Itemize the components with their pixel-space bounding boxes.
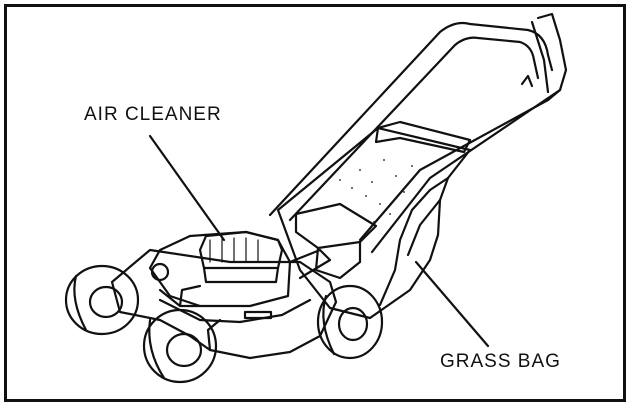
mower-deck (110, 248, 338, 360)
front-right-wheel (142, 308, 218, 384)
air-cleaner-leader-line (148, 134, 226, 242)
grass-bag-label: GRASS BAG (440, 351, 561, 372)
front-left-wheel (64, 264, 140, 336)
mower-handle (268, 12, 568, 254)
grass-bag-texture (339, 159, 413, 223)
air-cleaner-label: AIR CLEANER (84, 104, 222, 125)
diagram-frame (4, 4, 626, 402)
engine (148, 202, 378, 308)
rear-wheel (316, 284, 384, 360)
grass-bag-leader-line (414, 260, 490, 348)
